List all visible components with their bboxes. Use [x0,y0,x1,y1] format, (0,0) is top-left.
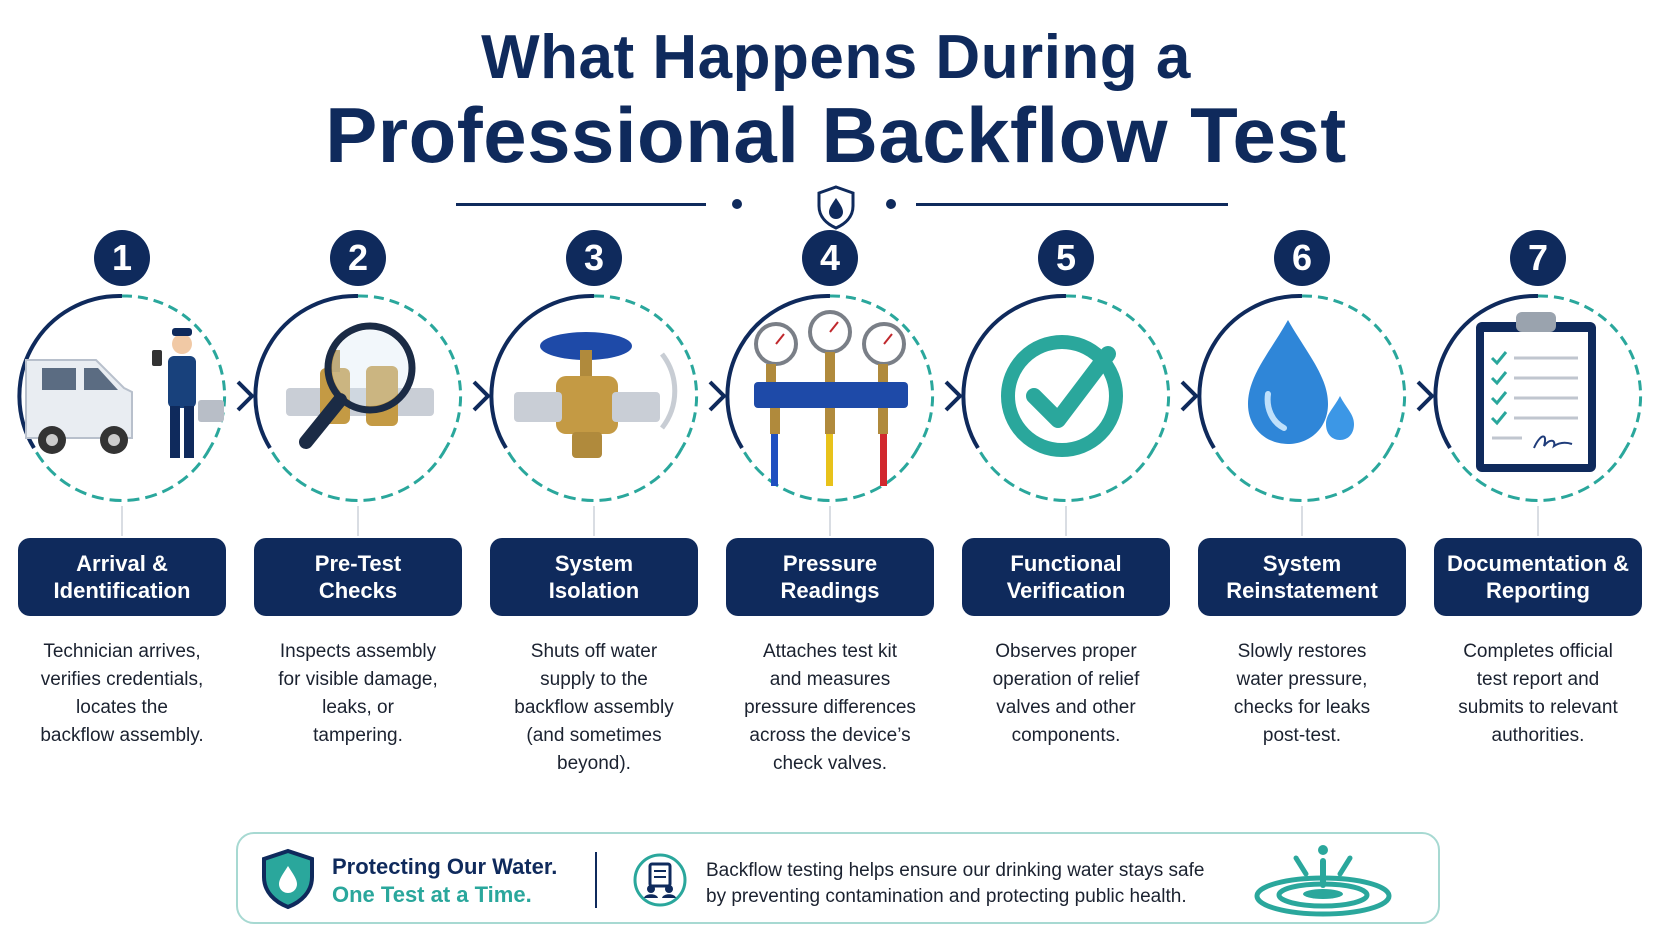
chevron-right-icon [1416,380,1435,412]
step-number: 4 [802,230,858,286]
chevron-right-icon [1180,380,1199,412]
step-description: Technician arrives, verifies credentials… [40,641,204,746]
step-number: 7 [1510,230,1566,286]
step-3: 3 System Isolation Shuts off water suppl… [476,230,712,790]
step-number: 6 [1274,230,1330,286]
community-report-icon [633,853,687,907]
step-description: Shuts off water supply to the backflow a… [514,641,674,774]
step-title: Documentation & Reporting [1446,551,1630,603]
footer-tagline-line-1: Protecting Our Water. [332,854,558,879]
step-title: Pre-Test Checks [314,551,402,603]
step-description: Attaches test kit and measures pressure … [744,641,916,774]
step-stem [1537,506,1539,536]
step-stem [121,506,123,536]
step-number: 2 [330,230,386,286]
clipboard-icon [1433,293,1643,503]
title-divider [0,184,1672,230]
divider-dot-right [886,199,896,209]
checkmark-icon [961,293,1171,503]
chevron-right-icon [944,380,963,412]
step-title-box: Documentation & Reporting [1434,538,1642,616]
step-title-box: Arrival & Identification [18,538,226,616]
step-description: Observes proper operation of relief valv… [992,641,1140,746]
step-description: Inspects assembly for visible damage, le… [278,641,438,746]
shutoff-valve-icon [489,293,699,503]
process-steps: 1 Arrival & Identification Technician ar… [0,230,1672,790]
chevron-right-icon [708,380,727,412]
divider-line-right [916,203,1228,206]
step-2: 2 Pre-Test Checks Inspects assembly for … [240,230,476,790]
technician-van-icon [17,293,227,503]
water-splash-icon [1254,845,1392,917]
water-drop-icon [1197,293,1407,503]
footer-separator [595,852,597,908]
footer-banner: Protecting Our Water. One Test at a Time… [236,832,1440,924]
step-5: 5 Functional Verification Observes prope… [948,230,1184,790]
step-description: Completes official test report and submi… [1458,641,1618,746]
divider-dot-left [732,199,742,209]
shield-drop-icon [262,848,314,910]
step-description: Slowly restores water pressure, checks f… [1233,641,1371,746]
step-title-box: Functional Verification [962,538,1170,616]
step-7: 7 Documentation & Repor [1420,230,1656,790]
step-1: 1 Arrival & Identification Technician ar… [4,230,240,790]
step-title: System Reinstatement [1226,551,1378,603]
step-stem [1301,506,1303,536]
step-title: Pressure Readings [780,551,880,603]
step-stem [593,506,595,536]
divider-line-left [456,203,706,206]
magnifier-valve-icon [253,293,463,503]
step-title-box: System Isolation [490,538,698,616]
step-title-box: Pre-Test Checks [254,538,462,616]
step-6: 6 System Reinstatement Slowly restores w… [1184,230,1420,790]
pressure-gauges-icon [725,293,935,503]
step-stem [357,506,359,536]
step-number: 1 [94,230,150,286]
step-number: 5 [1038,230,1094,286]
step-title-box: Pressure Readings [726,538,934,616]
step-title: System Isolation [548,551,640,603]
chevron-right-icon [472,380,491,412]
shield-drop-icon [817,185,855,230]
step-title: Arrival & Identification [53,551,191,603]
step-number: 3 [566,230,622,286]
footer-message: Backflow testing helps ensure our drinki… [706,860,1205,907]
step-stem [1065,506,1067,536]
step-4: 4 Pressure Readings Attaches test kit an… [712,230,948,790]
footer-tagline-line-2: One Test at a Time. [332,882,532,907]
step-title-box: System Reinstatement [1198,538,1406,616]
step-title: Functional Verification [1006,551,1126,603]
chevron-right-icon [236,380,255,412]
page-title-line-1: What Happens During a [481,23,1191,92]
page-title-line-2: Professional Backflow Test [325,91,1347,179]
step-stem [829,506,831,536]
